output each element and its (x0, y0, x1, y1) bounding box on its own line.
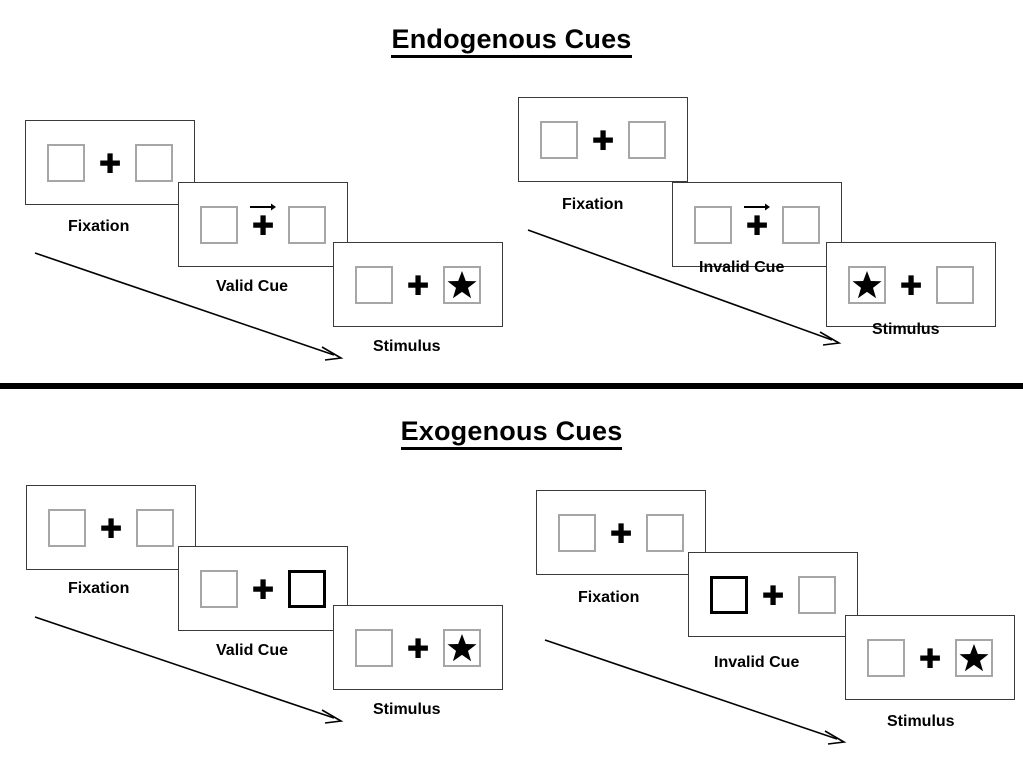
panel-label-exogenous-invalid-cue: Invalid Cue (714, 654, 800, 671)
section-title-endogenous: Endogenous Cues (0, 24, 1023, 58)
fixation-cross-icon: ✚ (251, 210, 275, 242)
fixation-center: ✚ (896, 262, 926, 308)
fixation-center: ✚ (95, 140, 125, 186)
panel-endogenous-valid-fixation[interactable]: ✚ (25, 120, 195, 205)
panel-exogenous-invalid-fixation[interactable]: ✚ (536, 490, 706, 575)
fixation-cross-icon: ✚ (251, 574, 275, 606)
star-icon (447, 270, 477, 300)
fixation-center: ✚ (915, 635, 945, 681)
stimulus-box-right (782, 205, 820, 244)
stimulus-box-right (628, 120, 666, 159)
panel-label-endogenous-valid-cue: Valid Cue (216, 278, 289, 295)
fixation-cross-icon: ✚ (98, 148, 122, 180)
fixation-center: ✚ (606, 510, 636, 556)
stimulus-box-left (200, 205, 238, 244)
star-icon (852, 270, 882, 300)
fixation-center: ✚ (403, 625, 433, 671)
stimulus-box-left (48, 508, 86, 547)
stimulus-box-right (288, 205, 326, 244)
stimulus-box-left (848, 265, 886, 304)
stimulus-box-left (47, 143, 85, 182)
fixation-center: ✚ (588, 117, 618, 163)
fixation-cross-icon: ✚ (591, 125, 615, 157)
panel-exogenous-valid-fixation[interactable]: ✚ (26, 485, 196, 570)
section-title-endogenous-text: Endogenous Cues (391, 24, 632, 58)
stimulus-box-right (135, 143, 173, 182)
stimulus-box-right (936, 265, 974, 304)
stimulus-box-right (136, 508, 174, 547)
panel-label-exogenous-valid-stimulus: Stimulus (373, 701, 441, 718)
stimulus-box-left (200, 569, 238, 608)
panel-label-exogenous-invalid-stimulus: Stimulus (887, 713, 955, 730)
stimulus-box-left (540, 120, 578, 159)
section-divider (0, 383, 1023, 389)
stimulus-box-left (867, 638, 905, 677)
fixation-cross-icon: ✚ (406, 270, 430, 302)
section-title-exogenous: Exogenous Cues (0, 416, 1023, 450)
fixation-center: ✚ (742, 202, 772, 248)
star-icon (959, 643, 989, 673)
fixation-center: ✚ (758, 572, 788, 618)
fixation-center: ✚ (403, 262, 433, 308)
stimulus-box-right (443, 628, 481, 667)
panel-label-exogenous-valid-cue: Valid Cue (216, 642, 289, 659)
fixation-center: ✚ (96, 505, 126, 551)
arrow-right-icon (250, 203, 276, 210)
panel-label-exogenous-invalid-fixation: Fixation (578, 589, 640, 606)
star-icon (447, 633, 477, 663)
stimulus-box-left (694, 205, 732, 244)
panel-endogenous-valid-stimulus[interactable]: ✚ (333, 242, 503, 327)
fixation-center: ✚ (248, 202, 278, 248)
panel-label-endogenous-valid-fixation: Fixation (68, 218, 130, 235)
stimulus-box-left (355, 628, 393, 667)
fixation-cross-icon: ✚ (609, 518, 633, 550)
panel-endogenous-invalid-fixation[interactable]: ✚ (518, 97, 688, 182)
stimulus-box-right-cued (288, 569, 326, 608)
fixation-center: ✚ (248, 566, 278, 612)
fixation-cross-icon: ✚ (99, 513, 123, 545)
fixation-cross-icon: ✚ (899, 270, 923, 302)
stimulus-box-left (558, 513, 596, 552)
panel-label-exogenous-valid-fixation: Fixation (68, 580, 130, 597)
stimulus-box-right (798, 575, 836, 614)
panel-exogenous-invalid-stimulus[interactable]: ✚ (845, 615, 1015, 700)
arrow-right-icon (744, 203, 770, 210)
panel-exogenous-valid-cue[interactable]: ✚ (178, 546, 348, 631)
stimulus-box-left (355, 265, 393, 304)
panel-endogenous-invalid-cue[interactable]: ✚ (672, 182, 842, 267)
stimulus-box-left-cued (710, 575, 748, 614)
section-title-exogenous-text: Exogenous Cues (400, 416, 623, 450)
fixation-cross-icon: ✚ (918, 643, 942, 675)
panel-endogenous-valid-cue[interactable]: ✚ (178, 182, 348, 267)
panel-exogenous-valid-stimulus[interactable]: ✚ (333, 605, 503, 690)
panel-label-endogenous-invalid-cue: Invalid Cue (699, 259, 785, 276)
stimulus-box-right (646, 513, 684, 552)
panel-label-endogenous-invalid-stimulus: Stimulus (872, 321, 940, 338)
panel-exogenous-invalid-cue[interactable]: ✚ (688, 552, 858, 637)
fixation-cross-icon: ✚ (745, 210, 769, 242)
fixation-cross-icon: ✚ (761, 580, 785, 612)
stimulus-box-right (443, 265, 481, 304)
panel-endogenous-invalid-stimulus[interactable]: ✚ (826, 242, 996, 327)
fixation-cross-icon: ✚ (406, 633, 430, 665)
panel-label-endogenous-valid-stimulus: Stimulus (373, 338, 441, 355)
panel-label-endogenous-invalid-fixation: Fixation (562, 196, 624, 213)
stimulus-box-right (955, 638, 993, 677)
section-endogenous: Endogenous Cues ✚ Fixation ✚ Valid Cue ✚ (0, 24, 1023, 361)
section-exogenous: Exogenous Cues ✚ Fixation ✚ Valid Cue ✚ … (0, 392, 1023, 767)
